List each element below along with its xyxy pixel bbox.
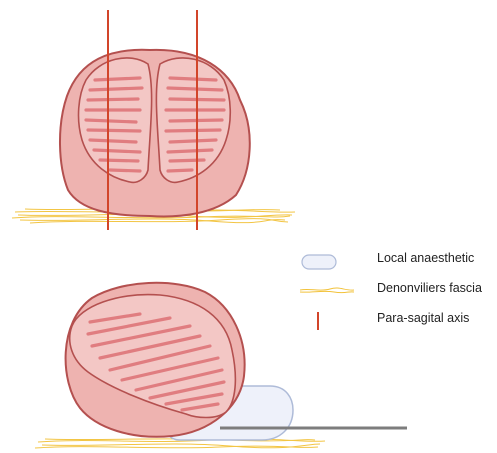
legend-label-para-sagital-axis: Para-sagital axis xyxy=(377,311,469,325)
legend-item-para-sagital-axis: Para-sagital axis xyxy=(300,308,490,338)
legend: Local anaesthetic Denonviliers fascia Pa… xyxy=(300,248,490,338)
axial-prostate-view xyxy=(12,10,295,230)
legend-item-denonviliers-fascia: Denonviliers fascia xyxy=(300,278,490,308)
legend-item-local-anaesthetic: Local anaesthetic xyxy=(300,248,490,278)
legend-label-local-anaesthetic: Local anaesthetic xyxy=(377,251,474,265)
local-anaesthetic-swatch xyxy=(300,248,354,272)
legend-label-denonviliers-fascia: Denonviliers fascia xyxy=(377,281,482,295)
denonviliers-fascia-swatch xyxy=(300,278,354,302)
para-sagital-axis-swatch xyxy=(300,308,354,332)
